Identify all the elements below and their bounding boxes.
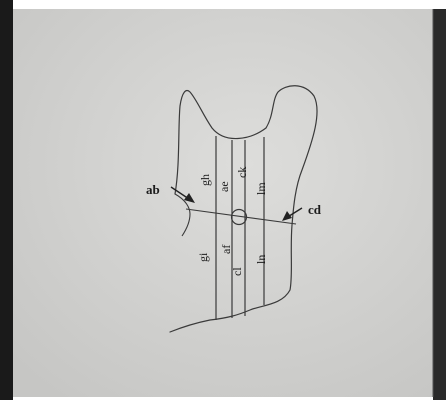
label-gh: gh xyxy=(198,174,212,186)
label-gi: gi xyxy=(196,252,210,262)
label-af: af xyxy=(219,245,233,254)
label-lm: lm xyxy=(254,182,268,195)
paper-sheet xyxy=(11,9,443,397)
label-ae: ae xyxy=(217,181,231,192)
label-ln: ln xyxy=(254,255,268,264)
label-ck: ck xyxy=(235,167,249,178)
right-dark-edge xyxy=(433,9,446,400)
label-cl: cl xyxy=(230,267,244,276)
label-cd: cd xyxy=(308,202,322,217)
label-ab: ab xyxy=(146,182,160,197)
left-dark-edge xyxy=(0,0,13,400)
